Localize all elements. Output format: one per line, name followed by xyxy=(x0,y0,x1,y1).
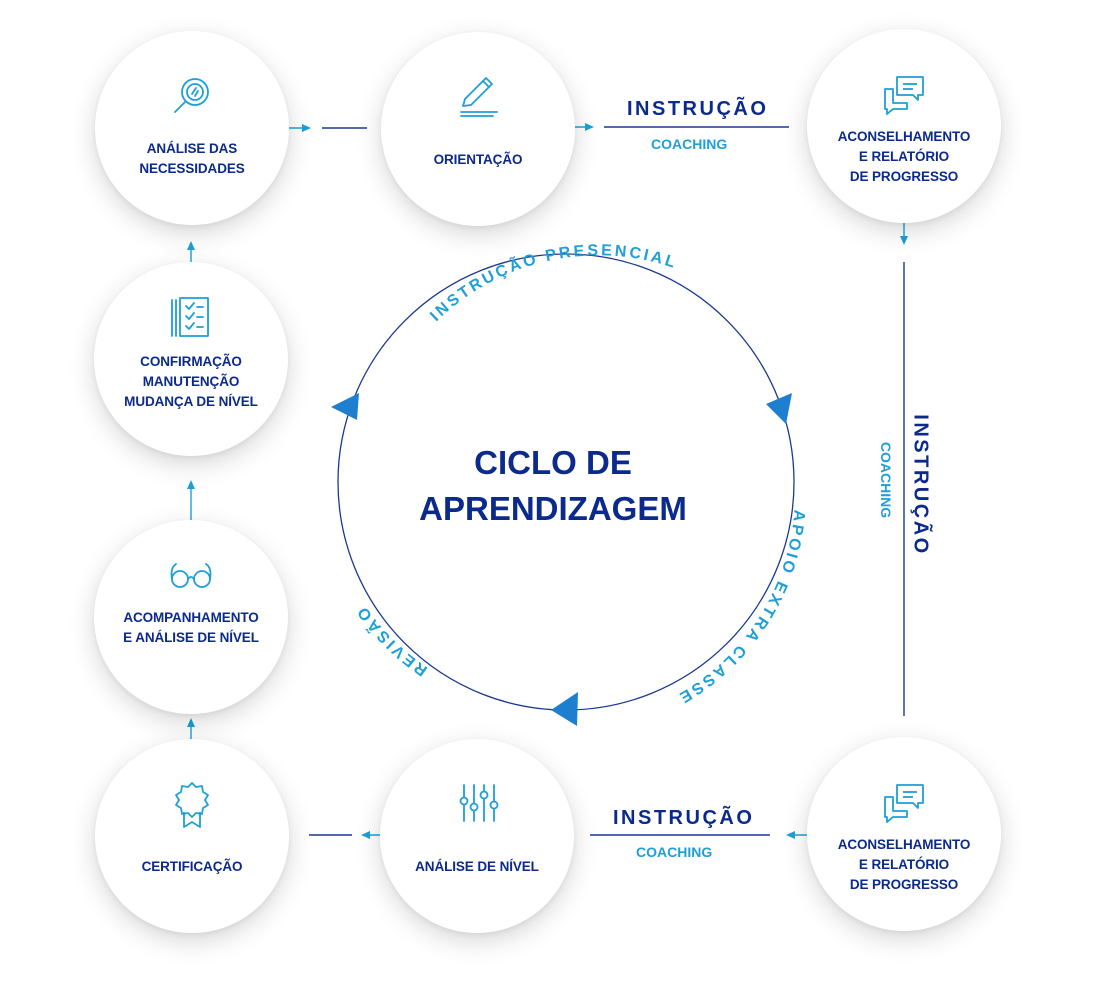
connector-2-3 xyxy=(550,123,789,131)
right-instruction-label: INSTRUÇÃO xyxy=(909,414,932,556)
step-needs-analysis: ANÁLISE DAS NECESSIDADES xyxy=(95,31,289,225)
connector-6-7 xyxy=(187,718,195,740)
top-instruction-label: INSTRUÇÃO xyxy=(627,98,769,120)
ring-arrow-right xyxy=(766,393,792,424)
bottom-instruction-label: INSTRUÇÃO xyxy=(613,807,755,829)
connector-3-4 xyxy=(900,203,908,716)
step-counseling-bottom-label: ACONSELHAMENTO E RELATÓRIO DE PROGRESSO xyxy=(837,837,971,892)
step-confirmation: CONFIRMAÇÃO MANUTENÇÃO MUDANÇA DE NÍVEL xyxy=(94,262,288,456)
step-orientation: ORIENTAÇÃO xyxy=(381,32,575,226)
glasses-icon xyxy=(166,548,216,598)
pencil-icon xyxy=(453,72,503,122)
step-certification: CERTIFICAÇÃO xyxy=(95,739,289,933)
chat-bubbles-icon xyxy=(879,777,929,827)
connector-4-5 xyxy=(590,831,826,839)
step-level-analysis: ANÁLISE DE NÍVEL xyxy=(380,739,574,933)
checklist-icon xyxy=(166,290,216,340)
step-confirmation-label: CONFIRMAÇÃO MANUTENÇÃO MUDANÇA DE NÍVEL xyxy=(124,354,258,409)
ring-label-left: REVISÃO xyxy=(353,601,430,678)
step-orientation-label: ORIENTAÇÃO xyxy=(433,152,523,167)
step-level-analysis-label: ANÁLISE DE NÍVEL xyxy=(415,859,539,874)
ring-arrow-left xyxy=(331,393,359,420)
step-counseling-top-label: ACONSELHAMENTO E RELATÓRIO DE PROGRESSO xyxy=(837,129,971,184)
step-needs-analysis-label: ANÁLISE DAS NECESSIDADES xyxy=(139,141,245,176)
step-monitoring: ACOMPANHAMENTO E ANÁLISE DE NÍVEL xyxy=(94,520,288,714)
ring-label-top: INSTRUÇÃO PRESENCIAL xyxy=(427,242,680,325)
award-ribbon-icon xyxy=(167,779,217,829)
connector-7-8 xyxy=(187,480,195,522)
step-counseling-bottom: ACONSELHAMENTO E RELATÓRIO DE PROGRESSO xyxy=(807,737,1001,931)
step-certification-label: CERTIFICAÇÃO xyxy=(141,859,243,874)
step-counseling-top: ACONSELHAMENTO E RELATÓRIO DE PROGRESSO xyxy=(807,29,1001,223)
bottom-coaching-label: COACHING xyxy=(636,844,713,860)
chat-bubbles-icon xyxy=(879,69,929,119)
sliders-icon xyxy=(452,779,502,829)
ring-arrow-bottom xyxy=(551,692,578,726)
right-coaching-label: COACHING xyxy=(878,441,894,519)
magnifier-icon xyxy=(167,71,217,121)
center-title: CICLO DE APRENDIZAGEM xyxy=(419,444,687,527)
ring-label-right: APOIO EXTRA CLASSE xyxy=(674,509,807,707)
top-coaching-label: COACHING xyxy=(651,136,728,152)
step-monitoring-label: ACOMPANHAMENTO E ANÁLISE DE NÍVEL xyxy=(123,610,259,645)
